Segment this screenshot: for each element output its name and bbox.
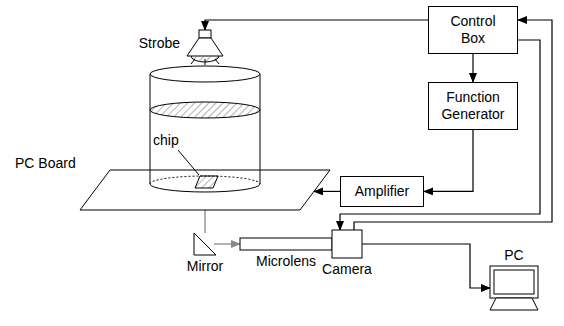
pc-monitor: PC: [490, 266, 538, 310]
pc-board: PC Board: [80, 170, 330, 210]
signal-line: [314, 191, 340, 192]
lens-tube: [240, 238, 332, 250]
box-label: Control Box: [439, 13, 507, 47]
signal-line: [472, 54, 473, 82]
light-path: [214, 243, 240, 244]
camera: Camera: [332, 230, 362, 258]
microlens-shape: [240, 238, 332, 250]
pc-board-shape: [80, 170, 330, 210]
strobe-reflector: [187, 38, 223, 56]
microlens: Microlens: [240, 238, 332, 250]
box-label: Amplifier: [351, 183, 413, 200]
part-label: Mirror: [186, 258, 225, 275]
camera-body: [332, 230, 362, 258]
monitor-screen: [490, 266, 538, 298]
amplifier-box: Amplifier: [340, 176, 424, 207]
strobe-lamp: [191, 56, 219, 62]
pc-monitor-shape: [490, 266, 538, 310]
camera-shape: [332, 230, 362, 258]
monitor-inner: [494, 270, 534, 294]
signal-line: [424, 130, 473, 192]
mirror-prism: [194, 233, 216, 255]
cylinder: [150, 66, 260, 192]
part-label: Camera: [321, 261, 373, 278]
part-label: PC: [503, 247, 524, 264]
signal-line: [362, 244, 490, 288]
board-outline: [80, 170, 330, 210]
mirror-shape: [194, 233, 216, 255]
strobe-lamp-shape: [187, 30, 223, 56]
part-label: PC Board: [14, 155, 77, 172]
box-label: Function Generator: [439, 89, 507, 123]
strobe-body: [199, 30, 211, 38]
signal-line: [340, 40, 540, 230]
part-label: Microlens: [255, 253, 317, 270]
sample-disc: [150, 102, 260, 118]
generator-box: Function Generator: [428, 82, 518, 130]
leader-line: [178, 150, 199, 175]
chip-die: [195, 176, 218, 188]
light-path: [204, 210, 205, 233]
signal-line: [205, 20, 428, 30]
control-box: Control Box: [428, 6, 518, 54]
part-label: chip: [152, 132, 180, 149]
strobe-lamp: Strobe: [187, 30, 223, 56]
mirror: Mirror: [194, 233, 216, 255]
part-label: Strobe: [138, 35, 181, 52]
monitor-base: [490, 298, 538, 310]
